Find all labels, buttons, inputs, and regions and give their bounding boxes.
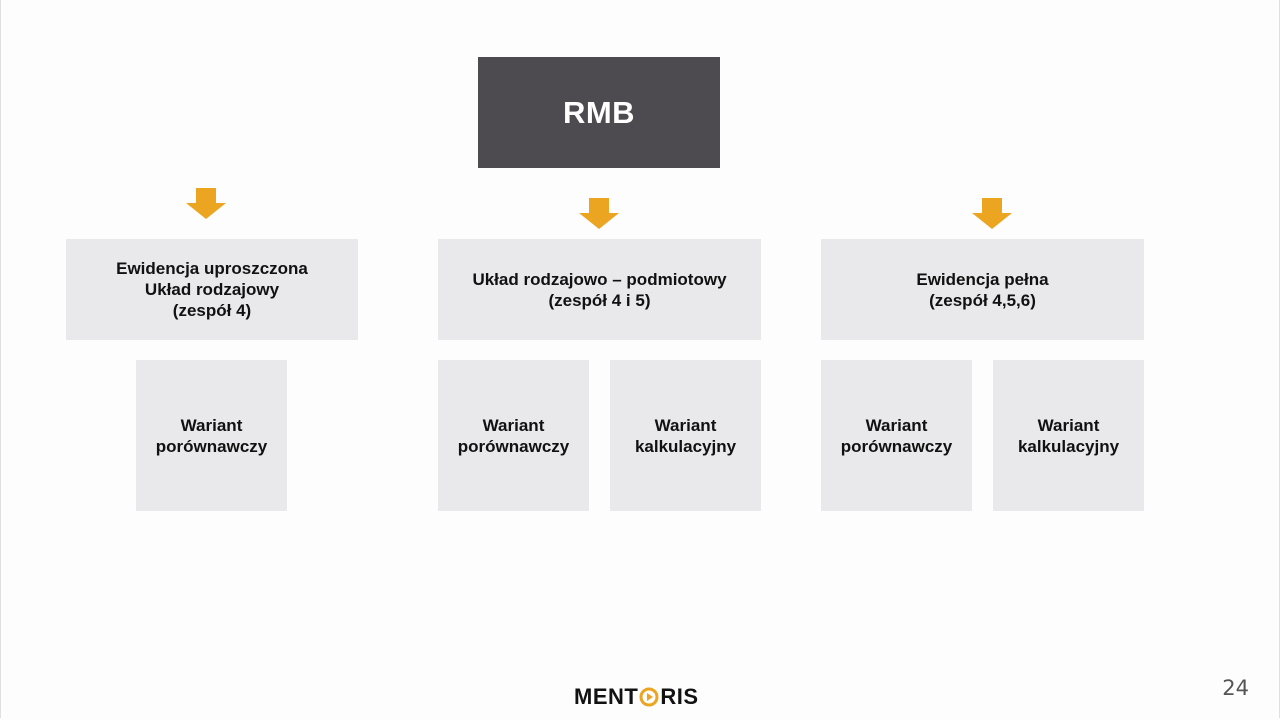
header-line: Układ rodzajowy	[144, 280, 280, 299]
logo-text-left: MENT	[574, 684, 639, 709]
variant-line: kalkulacyjny	[634, 436, 737, 456]
branch-header-simplified: Ewidencja uproszczona Układ rodzajowy (z…	[66, 239, 358, 340]
variant-line: Wariant	[865, 415, 928, 435]
header-line: (zespół 4 i 5)	[548, 290, 651, 310]
variant-line: Wariant	[1037, 415, 1100, 435]
variant-line: porównawczy	[155, 436, 268, 456]
page-number: 24	[1222, 676, 1249, 700]
variant-line: Wariant	[482, 415, 545, 435]
variant-line: Wariant	[654, 415, 717, 435]
variant-line: kalkulacyjny	[1017, 436, 1120, 456]
branch-header-full: Ewidencja pełna (zespół 4,5,6)	[821, 239, 1144, 340]
variant-box: Wariant porównawczy	[438, 360, 589, 511]
mentoris-logo: MENT RIS	[574, 684, 699, 710]
variant-box: Wariant kalkulacyjny	[610, 360, 761, 511]
arrow-down-icon	[579, 198, 619, 229]
header-line: Ewidencja uproszczona	[116, 259, 308, 278]
variant-box: Wariant porównawczy	[821, 360, 972, 511]
variant-line: porównawczy	[840, 436, 953, 456]
logo-text-right: RIS	[660, 684, 699, 709]
branch-header-generic-subject: Układ rodzajowo – podmiotowy (zespół 4 i…	[438, 239, 761, 340]
arrow-down-icon	[972, 198, 1012, 229]
header-line: Układ rodzajowo – podmiotowy	[472, 269, 727, 289]
play-circle-icon	[639, 687, 659, 707]
root-node: RMB	[478, 57, 720, 168]
root-label: RMB	[562, 94, 636, 130]
header-line: (zespół 4)	[172, 301, 252, 320]
variant-box: Wariant kalkulacyjny	[993, 360, 1144, 511]
variant-line: Wariant	[180, 415, 243, 435]
variant-box: Wariant porównawczy	[136, 360, 287, 511]
header-line: (zespół 4,5,6)	[929, 290, 1036, 310]
variant-line: porównawczy	[457, 436, 570, 456]
header-line: Ewidencja pełna	[916, 269, 1049, 289]
arrow-down-icon	[186, 188, 226, 219]
